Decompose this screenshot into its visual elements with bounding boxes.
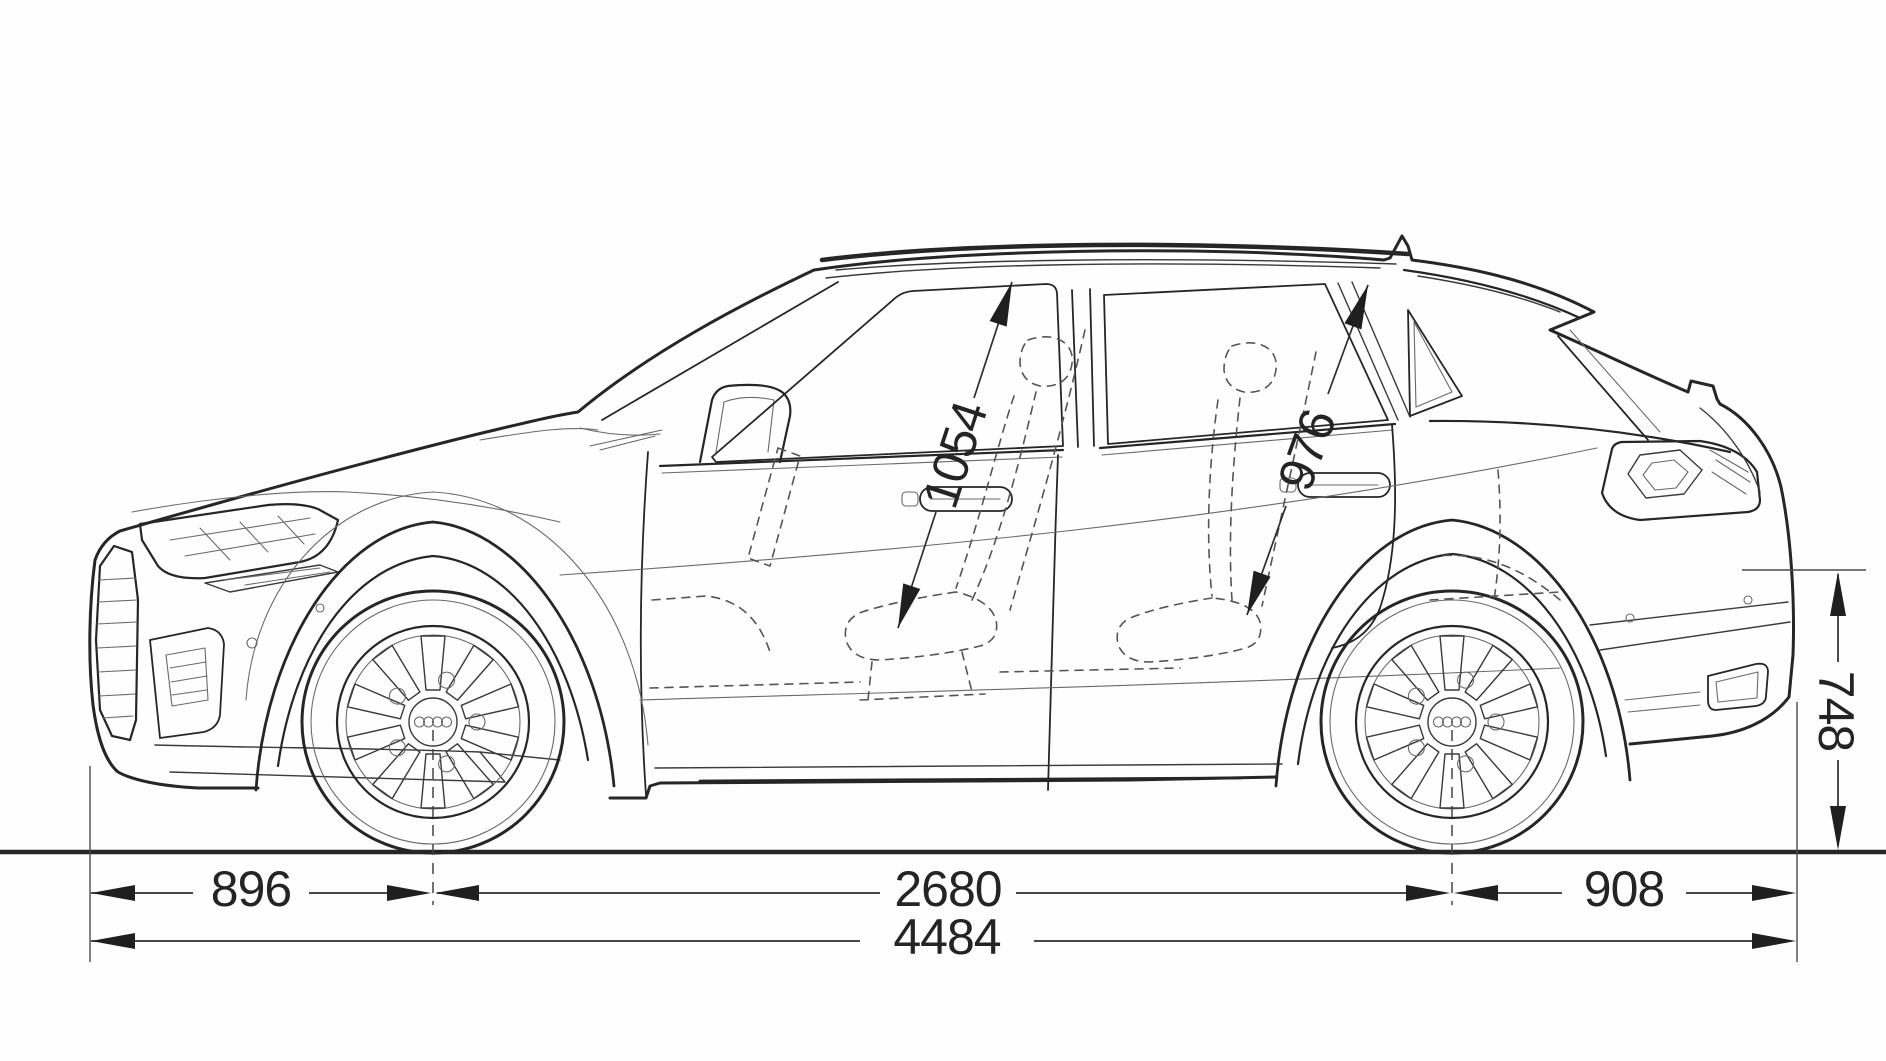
- taillight: [1600, 439, 1762, 522]
- front-seat-backrest: [955, 391, 1037, 601]
- fender-crease: [131, 491, 561, 523]
- cargo-panel-line: [1493, 469, 1501, 601]
- overall-length-label: 4484: [893, 909, 1000, 965]
- seatbelt-front: [1009, 329, 1086, 611]
- front-overhang-label: 896: [211, 861, 291, 917]
- parking-sensor-rear-2: [1743, 595, 1753, 605]
- fog-lamp-intake: [149, 627, 225, 739]
- center-door-cut: [1047, 454, 1059, 791]
- lower-crease: [639, 667, 1561, 701]
- front-overhang-dimension: 896: [91, 861, 431, 917]
- front-door-window: [711, 283, 1064, 463]
- rear-bumper-trim: [1589, 601, 1791, 651]
- parking-sensor-front: [246, 637, 258, 649]
- rear-interior-height-label: 976: [1267, 403, 1347, 498]
- steering-wheel: [747, 446, 801, 568]
- diffuser-slats: [1624, 691, 1701, 713]
- car-body-outline: [88, 234, 1795, 800]
- front-door-cut: [640, 451, 649, 796]
- rear-interior-height-dimension: 976: [1246, 284, 1369, 616]
- overall-length-dimension: 4484: [91, 909, 1796, 965]
- rear-glass-edge-inner: [1569, 329, 1661, 433]
- hood-cut-line: [479, 427, 599, 441]
- wiper: [589, 429, 663, 451]
- spoiler-crease: [1417, 275, 1561, 313]
- front-door-handle: [901, 486, 1013, 512]
- side-mirror: [698, 383, 792, 464]
- rear-height-label: 748: [1808, 671, 1864, 751]
- grille: [94, 544, 140, 742]
- rear-seat-cushion: [1116, 597, 1262, 663]
- front-seat-headrest: [1019, 336, 1074, 388]
- rear-glass-edge: [1557, 335, 1649, 441]
- interior-dashed-outlines: [649, 329, 1561, 701]
- front-seat-cushion: [844, 591, 998, 661]
- front-interior-height-label: 1054: [912, 395, 998, 514]
- beltline: [658, 419, 1732, 468]
- dashboard-line: [651, 595, 771, 653]
- rear-overhang-label: 908: [1584, 861, 1664, 917]
- parking-sensor-front-2: [315, 603, 325, 613]
- floor-line-front: [649, 681, 861, 689]
- rear-wheel-arch: [1274, 518, 1632, 788]
- c-pillar: [1337, 281, 1411, 421]
- b-pillar: [1071, 288, 1095, 448]
- rear-door-cut: [1331, 424, 1396, 649]
- roof-rail-inner-line: [835, 259, 1397, 271]
- car-side-view-drawing: [88, 234, 1795, 853]
- rear-door-handle: [1279, 472, 1391, 498]
- roof-rail: [819, 242, 1411, 263]
- parking-sensor-rear: [1625, 613, 1635, 623]
- cowl-line: [579, 427, 661, 436]
- wheelbase-dimension: 2680: [435, 861, 1450, 917]
- a-pillar-inner: [601, 281, 839, 421]
- sill-top-line: [654, 763, 1283, 769]
- quarter-window-inner: [1413, 321, 1453, 408]
- sill-shadow: [698, 776, 1242, 783]
- tailgate-inner-edge: [1699, 407, 1761, 493]
- wheelbase-label: 2680: [894, 861, 1001, 917]
- side-mirror-inner: [715, 396, 775, 453]
- front-splitter: [154, 744, 561, 783]
- front-wheel-arch: [245, 491, 649, 792]
- roof-drip-line: [825, 263, 1381, 279]
- rear-height-dimension: 748: [1742, 569, 1866, 850]
- quarter-window: [1407, 309, 1463, 417]
- exhaust-trim: [1707, 662, 1769, 711]
- floor-line-rear: [999, 591, 1561, 673]
- spoiler-underside: [1402, 268, 1582, 320]
- rear-seat-backrest: [1207, 397, 1241, 601]
- rear-seat-headrest: [1223, 342, 1278, 394]
- rear-overhang-dimension: 908: [1454, 861, 1796, 917]
- headlight: [138, 503, 340, 593]
- rear-door-window: [1103, 283, 1389, 445]
- shoulder-line: [559, 447, 1598, 576]
- front-seat-base: [859, 651, 986, 701]
